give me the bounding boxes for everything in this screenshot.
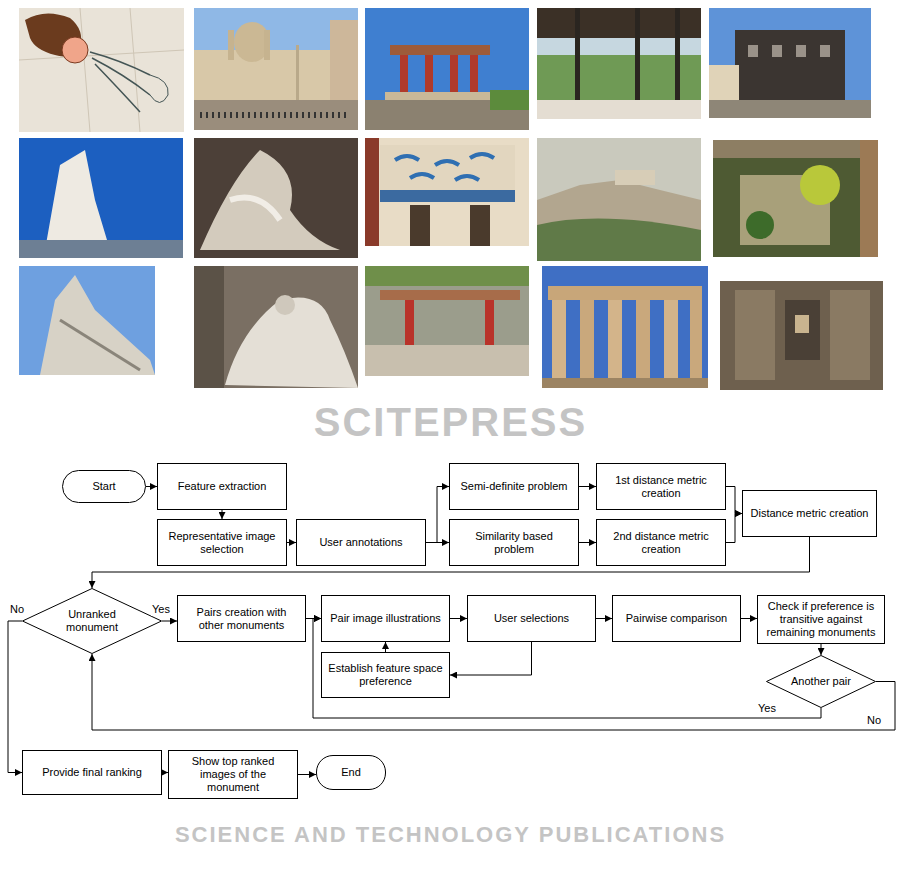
flow-arrow	[821, 644, 822, 655]
process-box: Pairwise comparison	[612, 595, 741, 642]
process-box: Semi-definite problem	[449, 463, 579, 510]
photo-fountain-detail	[194, 138, 358, 258]
node-text: Representative image selection	[163, 530, 281, 556]
photo-piazza	[194, 8, 358, 130]
photo-knossos	[365, 8, 529, 130]
process-box: Pair image illustrations	[321, 595, 450, 642]
photo-acropolis-view	[537, 138, 701, 261]
node-text: Semi-definite problem	[461, 480, 568, 493]
node-text: Pairwise comparison	[626, 612, 727, 625]
process-box: Representative image selection	[157, 519, 287, 566]
node-text: Start	[92, 480, 115, 493]
flow-arrow	[92, 654, 895, 730]
process-box: Distance metric creation	[742, 490, 877, 537]
photo-discoveries-side	[19, 266, 155, 375]
photo-dolphin-fresco	[365, 138, 529, 246]
node-text: Similarity based problem	[455, 530, 573, 556]
edge-label: Yes	[757, 702, 777, 715]
node-text: 1st distance metric creation	[602, 474, 720, 500]
edge-label: No	[9, 603, 25, 616]
node-text: User annotations	[319, 536, 402, 549]
flow-arrow	[579, 486, 596, 487]
process-box: Similarity based problem	[449, 519, 579, 566]
process-box: Provide final ranking	[22, 750, 162, 795]
photo-knossos-columns	[365, 266, 529, 376]
flow-arrow	[726, 514, 742, 543]
flow-arrow	[146, 486, 157, 487]
flow-arrow	[222, 510, 223, 519]
decision-diamond: Unranked monument	[22, 588, 162, 654]
process-box: 1st distance metric creation	[596, 463, 726, 510]
flow-arrow	[596, 618, 612, 619]
node-text: Unranked monument	[51, 608, 132, 634]
flow-arrow	[287, 542, 296, 543]
node-text: Show top ranked images of the monument	[174, 755, 292, 794]
process-box: 2nd distance metric creation	[596, 519, 726, 566]
flow-arrow	[385, 642, 386, 652]
process-box: Pairs creation with other monuments	[177, 595, 306, 642]
flow-arrow	[726, 487, 742, 514]
process-box: User annotations	[296, 519, 426, 566]
flow-arrow	[579, 542, 596, 543]
node-text: 2nd distance metric creation	[602, 530, 720, 556]
flow-arrow	[162, 621, 177, 622]
node-text: End	[341, 766, 361, 779]
photo-porta-nigra-inner	[720, 281, 883, 390]
flow-arrow	[426, 542, 449, 543]
process-box: Establish feature space preference	[321, 652, 450, 698]
flow-arrow	[8, 621, 22, 773]
photo-fountain-statue	[194, 266, 358, 388]
node-text: Pairs creation with other monuments	[183, 606, 300, 632]
flow-arrow	[450, 618, 467, 619]
flow-arrow	[450, 642, 532, 675]
watermark-text: SCIENCE AND TECHNOLOGY PUBLICATIONS	[175, 822, 726, 848]
flow-arrow	[741, 618, 757, 619]
watermark-text: SCITEPRESS	[314, 400, 587, 445]
node-text: Establish feature space preference	[327, 662, 444, 688]
node-text: User selections	[494, 612, 569, 625]
node-text: Feature extraction	[178, 480, 267, 493]
photo-wind-fresco	[19, 8, 184, 132]
photo-grid	[0, 0, 901, 400]
photo-courtyard	[713, 140, 878, 257]
terminal-box: End	[316, 755, 386, 790]
decision-diamond: Another pair	[766, 655, 876, 708]
node-text: Check if preference is transitive agains…	[763, 600, 879, 639]
process-box: Feature extraction	[157, 463, 287, 510]
terminal-box: Start	[62, 470, 146, 503]
node-text: Distance metric creation	[751, 507, 869, 520]
flow-arrow	[298, 774, 316, 775]
process-box: Check if preference is transitive agains…	[757, 595, 885, 644]
process-box: Show top ranked images of the monument	[168, 750, 298, 799]
process-box: User selections	[467, 595, 596, 642]
photo-discoveries-monument	[19, 138, 183, 258]
node-text: Provide final ranking	[42, 766, 142, 779]
photo-temple-columns	[542, 266, 708, 388]
photo-porta-nigra	[709, 8, 871, 118]
flow-arrow	[426, 487, 449, 543]
node-text: Pair image illustrations	[330, 612, 441, 625]
node-text: Another pair	[791, 675, 851, 688]
edge-label: No	[866, 714, 882, 727]
photo-terrace-view	[537, 8, 701, 119]
edge-label: Yes	[151, 603, 171, 616]
